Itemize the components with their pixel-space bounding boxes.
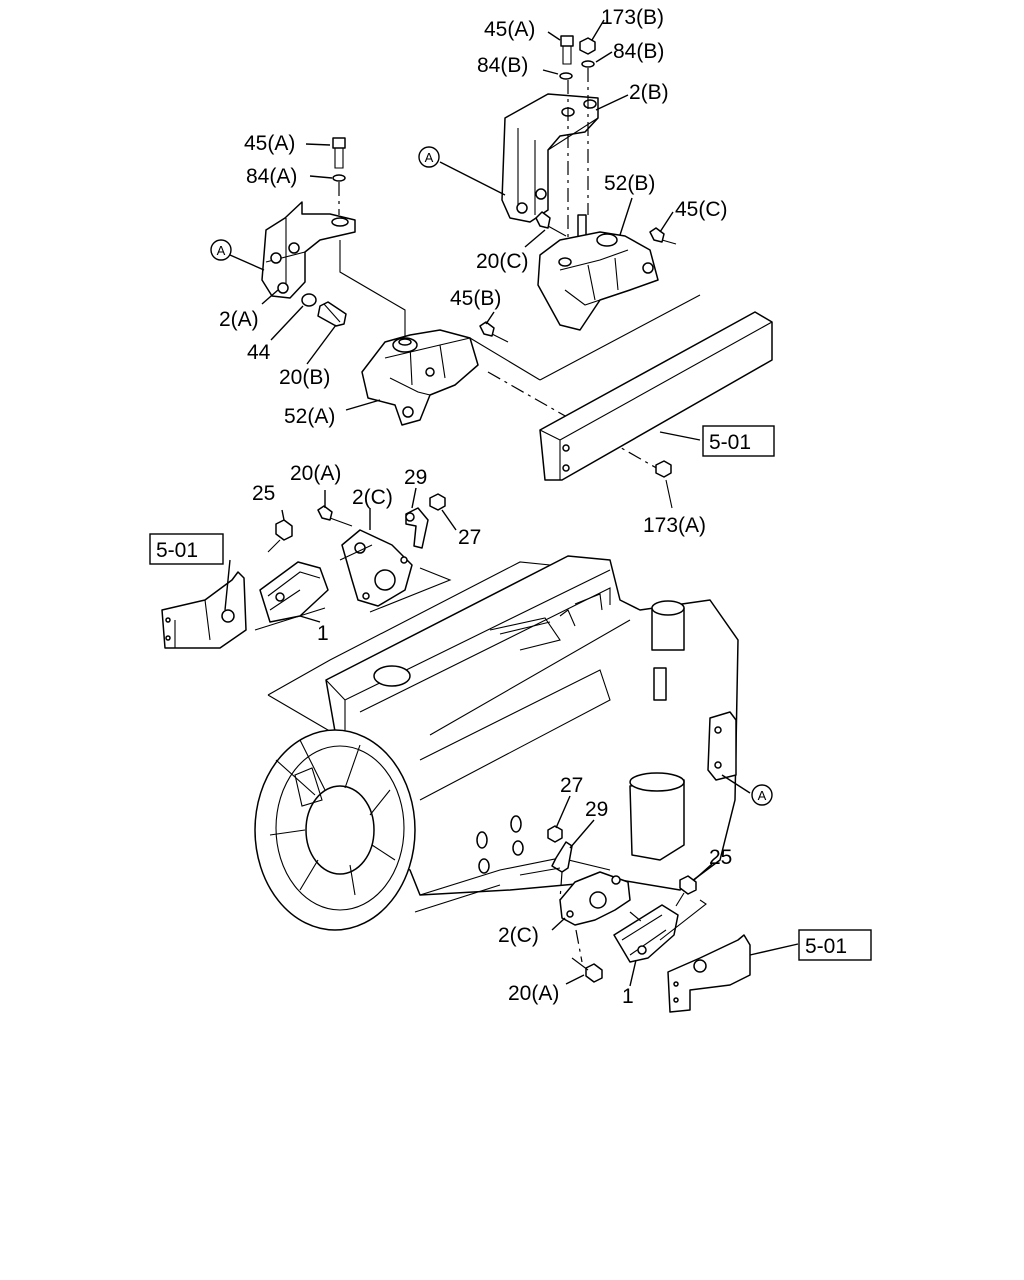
- bolt-20a-lower: [585, 963, 603, 983]
- nut-27-upper: [429, 493, 446, 511]
- bolt-20b: [317, 301, 347, 327]
- frame-bracket-left: [161, 571, 247, 649]
- frame-bracket-right: [667, 934, 751, 1013]
- bracket-2c-upper: [341, 529, 413, 607]
- label-45a-top: 45(A): [484, 18, 535, 41]
- label-20a-lower: 20(A): [508, 982, 559, 1005]
- svg-text:5-01: 5-01: [709, 431, 751, 454]
- front-left-mount-assembly: [161, 493, 452, 649]
- svg-text:5-01: 5-01: [156, 539, 198, 562]
- label-1-lower: 1: [622, 985, 634, 1008]
- label-29-upper: 29: [404, 466, 427, 489]
- label-27-lower: 27: [560, 774, 583, 797]
- label-20b: 20(B): [279, 366, 330, 389]
- mount-52a: [361, 329, 479, 426]
- bolt-25-upper: [275, 519, 293, 541]
- label-2b: 2(B): [629, 81, 669, 104]
- label-20a-upper: 20(A): [290, 462, 341, 485]
- plate-29-lower: [551, 841, 573, 873]
- label-52b: 52(B): [604, 172, 655, 195]
- ref-circle-a-right: A: [751, 784, 773, 806]
- rear-left-mount-assembly: [261, 137, 661, 471]
- washer-84b-right: [581, 60, 595, 68]
- svg-text:A: A: [425, 150, 434, 165]
- label-84b-left: 84(B): [477, 54, 528, 77]
- svg-text:A: A: [217, 243, 226, 258]
- ref-box-5-01-mid[interactable]: 5-01: [702, 425, 775, 457]
- washer-84b-left: [559, 72, 573, 80]
- frame-rail: [469, 294, 773, 509]
- front-right-mount-assembly: [519, 825, 751, 1013]
- label-25-upper: 25: [252, 482, 275, 505]
- nut-173b-top: [579, 37, 596, 55]
- label-20c: 20(C): [476, 250, 529, 273]
- bracket-2b: [501, 93, 599, 223]
- label-45b: 45(B): [450, 287, 501, 310]
- label-44: 44: [247, 341, 271, 364]
- svg-text:5-01: 5-01: [805, 935, 847, 958]
- bolt-45b: [479, 321, 495, 337]
- bolt-45a-top: [560, 35, 574, 47]
- label-84a: 84(A): [246, 165, 297, 188]
- bolt-25-lower: [679, 875, 697, 895]
- label-2a: 2(A): [219, 308, 259, 331]
- label-1-upper: 1: [317, 622, 329, 645]
- leader-lines: [224, 19, 799, 987]
- label-27-upper: 27: [458, 526, 481, 549]
- rubber-mount-1-upper: [259, 561, 329, 623]
- washer-44: [301, 293, 317, 307]
- rubber-mount-1-lower: [613, 904, 679, 963]
- ref-box-5-01-right[interactable]: 5-01: [798, 929, 872, 961]
- label-52a: 52(A): [284, 405, 335, 428]
- rear-right-mount-assembly: [501, 35, 677, 331]
- washer-84a: [332, 174, 346, 182]
- ref-circle-a-top: A: [418, 146, 440, 168]
- nut-27-lower: [547, 825, 563, 843]
- label-2c-lower: 2(C): [498, 924, 539, 947]
- ref-circle-a-left: A: [210, 239, 232, 261]
- label-84b-right: 84(B): [613, 40, 664, 63]
- label-45a-left: 45(A): [244, 132, 295, 155]
- nut-173a: [655, 460, 672, 478]
- label-45c: 45(C): [675, 198, 728, 221]
- bracket-2a: [261, 201, 356, 299]
- svg-text:A: A: [758, 788, 767, 803]
- engine-block: [254, 555, 739, 931]
- mount-52b: [537, 231, 659, 331]
- label-2c-upper: 2(C): [352, 486, 393, 509]
- label-173a: 173(A): [643, 514, 706, 537]
- label-173b: 173(B): [601, 6, 664, 29]
- label-29-lower: 29: [585, 798, 608, 821]
- label-25-lower: 25: [709, 846, 732, 869]
- bolt-45a-left: [332, 137, 346, 149]
- bolt-20a-upper: [317, 505, 333, 521]
- bolt-20c: [535, 211, 551, 229]
- ref-box-5-01-left[interactable]: 5-01: [149, 533, 224, 565]
- oil-filter: [629, 779, 685, 861]
- part-labels: 45(A) 173(B) 84(B) 84(B) 2(B) 45(A) 84(A…: [219, 6, 732, 1008]
